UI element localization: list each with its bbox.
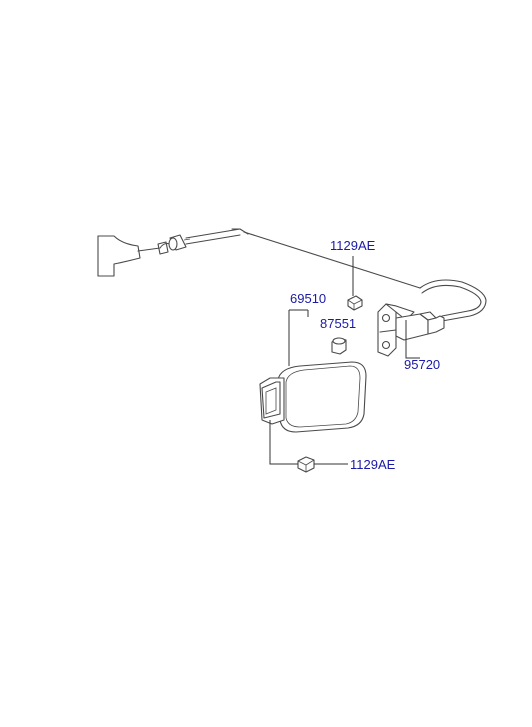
release-handle: [97, 235, 171, 277]
top-bolt: [347, 295, 363, 311]
label-bumper: 87551: [320, 316, 356, 331]
label-fuel-door-assembly: 69510: [290, 291, 326, 306]
bumper: [331, 337, 347, 355]
label-cable-latch: 95720: [404, 357, 440, 372]
leader-95720: [405, 320, 420, 359]
cable-latch-actuator: [377, 303, 445, 357]
bottom-bolt: [297, 456, 315, 473]
release-cable: [185, 228, 487, 322]
fuel-filler-door: [277, 361, 367, 433]
fuel-door-hinge: [259, 377, 285, 425]
cable-connector: [168, 234, 191, 251]
label-top-bolt: 1129AE: [330, 238, 376, 253]
label-bottom-bolt: 1129AE: [350, 457, 396, 472]
leader-bottom-bolt-left: [269, 420, 298, 465]
leader-lines: [269, 256, 420, 465]
